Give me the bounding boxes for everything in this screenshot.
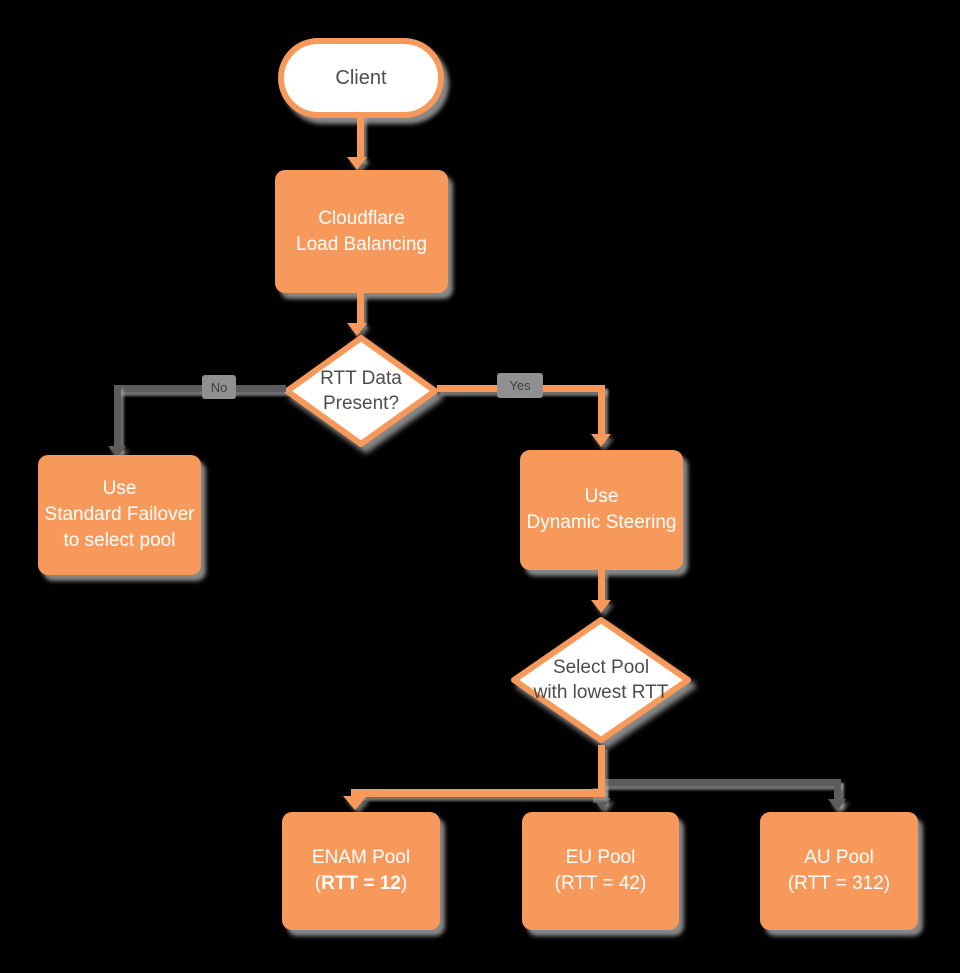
arrowhead-to-enam-pool <box>343 796 367 810</box>
dynamic-steering-line2: Dynamic Steering <box>526 512 677 533</box>
arrowhead-to-eu-pool <box>593 798 611 810</box>
select-pool-diamond-shape <box>511 617 691 743</box>
rtt-decision-diamond: RTT Data Present? <box>282 333 440 449</box>
au-pool-title: AU Pool <box>804 847 874 868</box>
arrowhead-dynamic-steering-to-select-pool <box>591 600 611 613</box>
rtt-decision-line1: RTT Data <box>320 368 402 389</box>
client-label: Client <box>335 66 387 89</box>
select-pool-diamond: Select Pool with lowest RTT <box>509 615 693 745</box>
arrowhead-client-to-loadbalancer <box>347 157 367 170</box>
load-balancer-node: Cloudflare Load Balancing <box>275 170 448 293</box>
edge-to-enam-pool-horizontal <box>351 789 605 797</box>
load-balancer-line1: Cloudflare <box>318 207 405 229</box>
no-edge-label-text: No <box>210 379 228 395</box>
enam-pool-rtt-prefix: ( <box>314 873 322 894</box>
enam-pool-rtt: (RTT = 12) <box>315 871 407 897</box>
yes-edge-label-text: Yes <box>509 378 531 393</box>
dynamic-steering-line1: Use <box>584 486 619 507</box>
edge-no-horizontal <box>117 385 286 392</box>
arrowhead-yes-to-dynamic-steering <box>591 434 611 447</box>
arrowhead-to-au-pool <box>828 799 846 811</box>
standard-failover-line1: Use <box>102 478 137 499</box>
edge-select-pool-vertical <box>598 745 605 792</box>
standard-failover-node: Use Standard Failover to select pool <box>38 455 201 575</box>
edge-client-to-loadbalancer <box>357 114 364 160</box>
edge-no-vertical <box>114 385 121 450</box>
edge-yes-vertical <box>598 385 605 435</box>
client-node: Client <box>278 38 444 118</box>
edge-to-au-pool-horizontal <box>601 779 840 786</box>
arrowhead-loadbalancer-to-rtt-decision <box>347 323 367 336</box>
standard-failover-line2: Standard Failover <box>44 504 195 525</box>
enam-pool-rtt-suffix: ) <box>400 873 408 894</box>
no-edge-label: No <box>202 375 236 399</box>
enam-pool-rtt-value: RTT = 12 <box>321 873 401 894</box>
select-pool-line2: with lowest RTT <box>533 682 669 703</box>
eu-pool-node: EU Pool (RTT = 42) <box>522 812 679 930</box>
rtt-decision-diamond-shape <box>284 335 438 447</box>
edge-loadbalancer-to-rtt-decision <box>357 293 364 325</box>
standard-failover-line3: to select pool <box>63 530 176 551</box>
au-pool-node: AU Pool (RTT = 312) <box>760 812 918 930</box>
load-balancer-line2: Load Balancing <box>296 233 427 255</box>
enam-pool-node: ENAM Pool (RTT = 12) <box>282 812 440 930</box>
dynamic-steering-node: Use Dynamic Steering <box>520 450 683 570</box>
enam-pool-title: ENAM Pool <box>311 847 411 868</box>
eu-pool-title: EU Pool <box>565 847 636 868</box>
edge-to-au-pool-vertical <box>834 779 841 805</box>
rtt-decision-line2: Present? <box>322 393 400 414</box>
select-pool-line1: Select Pool <box>552 657 650 678</box>
au-pool-rtt: (RTT = 312) <box>787 873 891 894</box>
edge-dynamic-steering-to-select-pool <box>598 570 605 602</box>
eu-pool-rtt: (RTT = 42) <box>554 873 647 894</box>
yes-edge-label: Yes <box>497 373 543 398</box>
